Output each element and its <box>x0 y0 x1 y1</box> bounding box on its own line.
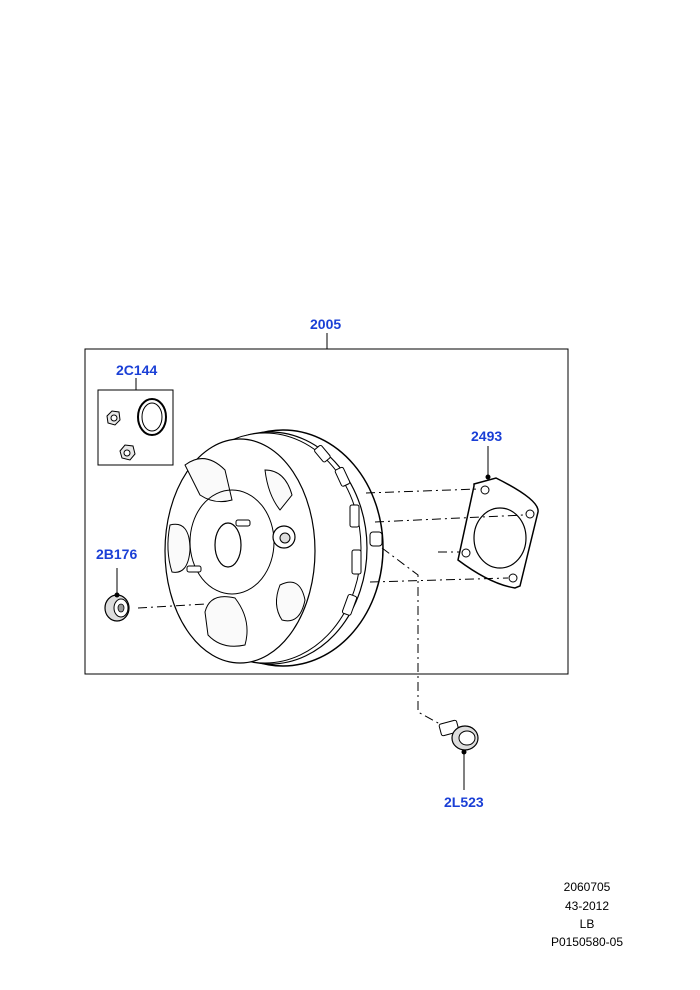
check-valve <box>438 719 479 790</box>
callout-2493[interactable]: 2493 <box>471 428 503 444</box>
drawing-number: 2060705 <box>563 880 611 894</box>
drawing-ref: P0150580-05 <box>550 935 624 949</box>
callout-2005[interactable]: 2005 <box>310 316 342 332</box>
grommet <box>104 568 130 622</box>
drawing-model: LB <box>579 917 595 931</box>
drawing-date: 43-2012 <box>564 899 610 913</box>
callout-2c144[interactable]: 2C144 <box>116 362 158 378</box>
assembly-lines <box>137 488 525 725</box>
callout-2b176[interactable]: 2B176 <box>96 546 138 562</box>
callout-2l523[interactable]: 2L523 <box>444 794 484 810</box>
gasket <box>457 446 539 589</box>
brake-booster <box>164 429 384 667</box>
nut-kit <box>97 378 174 466</box>
